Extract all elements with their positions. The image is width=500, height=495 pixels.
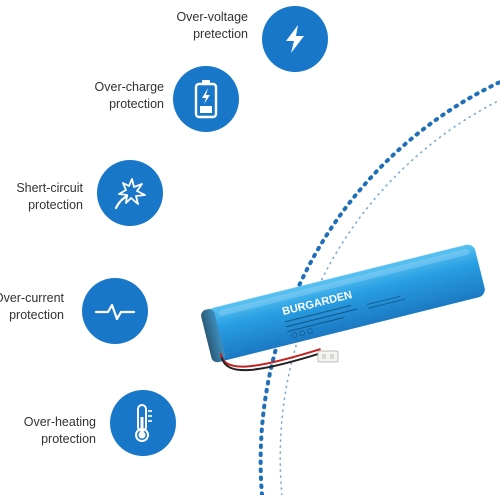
pulse-icon	[82, 278, 148, 344]
feature-over-charge-label: Over-charge protection	[94, 80, 164, 111]
thermometer-icon	[110, 390, 176, 456]
battery-pack: BURGARDEN	[190, 215, 500, 395]
spark-icon	[97, 160, 163, 226]
feature-over-heating-label: Over-heating protection	[23, 415, 96, 446]
lightning-icon	[262, 6, 328, 72]
feature-short-circuit-label: Shert-circuit protection	[16, 181, 83, 212]
feature-over-current-label: Over-current protection	[0, 291, 64, 322]
feature-over-voltage-label: Over-voltage pretection	[176, 10, 248, 41]
battery-charging-icon	[173, 66, 239, 132]
